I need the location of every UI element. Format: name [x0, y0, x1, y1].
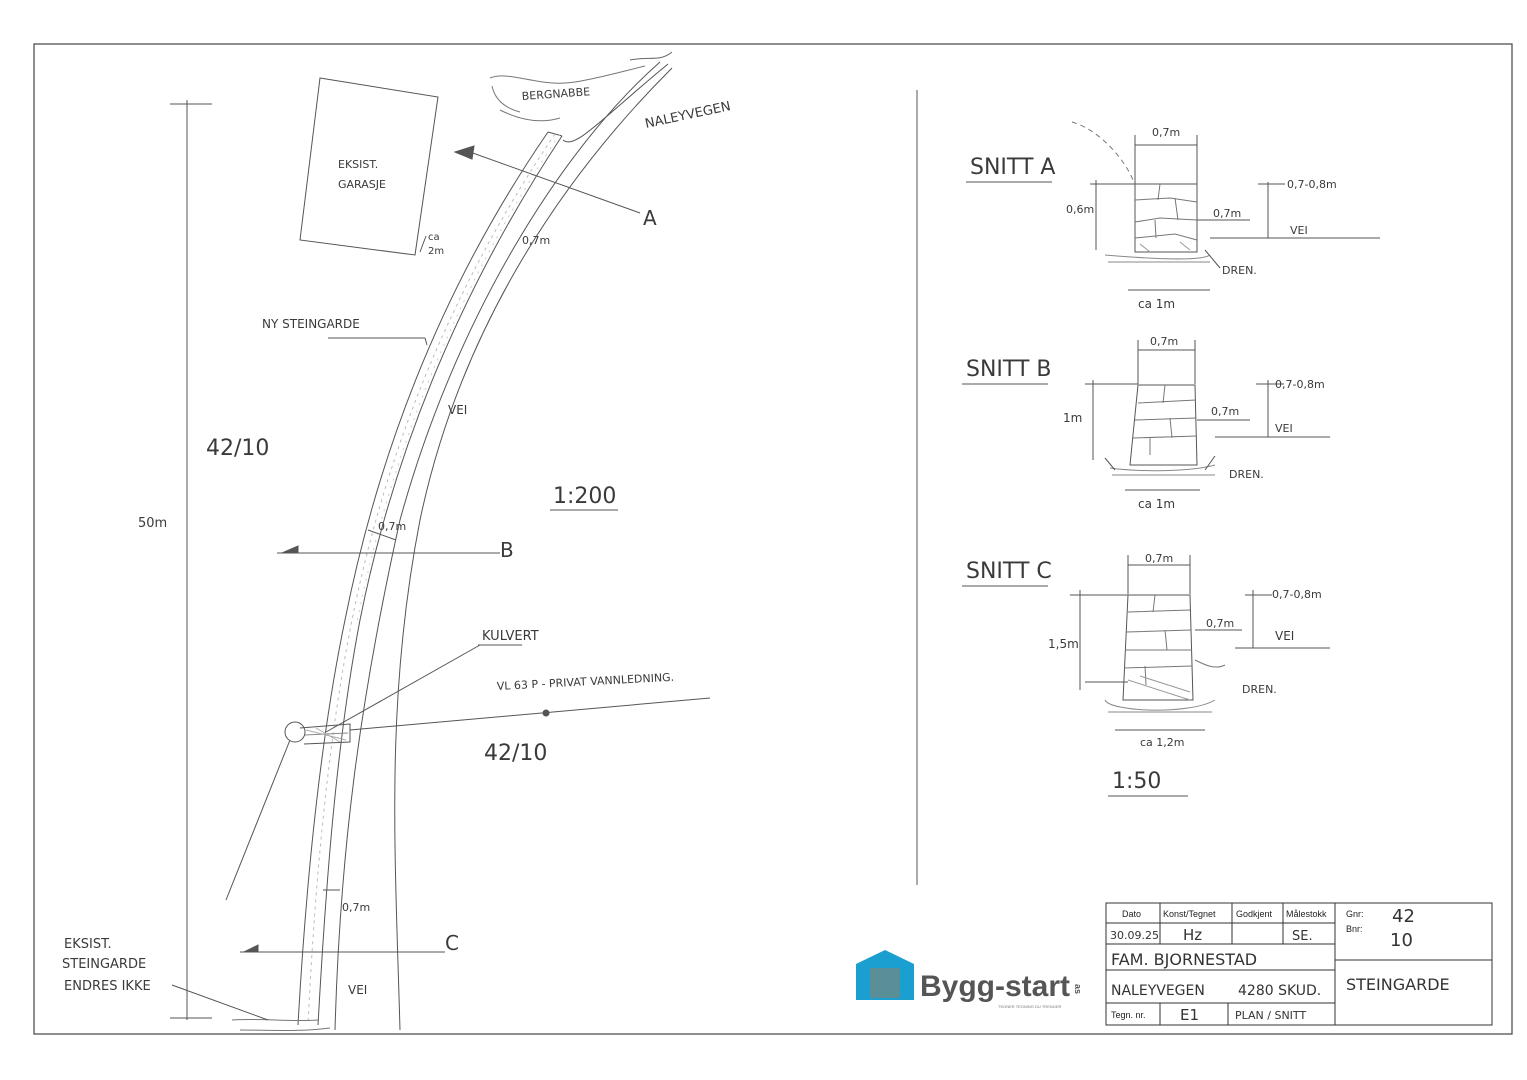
tb-gnr: 42: [1392, 906, 1415, 927]
snitt-a-title: SNITT A: [970, 155, 1055, 180]
snitt-b-height: 1m: [1063, 411, 1082, 425]
label-vei-1: VEI: [448, 403, 467, 417]
tb-owner: FAM. BJORNESTAD: [1111, 950, 1257, 969]
snitt-c-road-height: 0,7-0,8m: [1272, 588, 1322, 601]
label-width-top: 0,7m: [522, 234, 550, 247]
snitt-a-offset: 0,7m: [1213, 207, 1241, 220]
water-pipe-line: [349, 697, 711, 731]
label-eksist-line2: STEINGARDE: [62, 957, 146, 972]
existing-garage: [299, 77, 439, 256]
tb-dato: 30.09.25: [1110, 929, 1159, 942]
tb-header-tegn-nr: Tegn. nr.: [1111, 1010, 1146, 1020]
tb-postal: 4280 SKUD.: [1238, 983, 1321, 999]
new-stone-fence-left: [297, 131, 549, 1026]
snitt-c-road: VEI: [1275, 629, 1294, 643]
tb-type: PLAN / SNITT: [1235, 1009, 1306, 1022]
snitt-a-top-width: 0,7m: [1152, 126, 1180, 139]
tb-header-konst: Konst/Tegnet: [1163, 909, 1216, 919]
snitt-b-top-width: 0,7m: [1150, 335, 1178, 348]
plan-labels: BERGNABBE NALEYVEGEN EKSIST. GARASJE ca …: [62, 85, 732, 997]
label-gnr-bnr-2: 42/10: [484, 741, 547, 766]
label-ny-steingarde: NY STEINGARDE: [262, 317, 360, 331]
label-gnr-bnr-1: 42/10: [206, 436, 269, 461]
snitt-c-offset: 0,7m: [1206, 617, 1234, 630]
snitt-b-road: VEI: [1275, 422, 1293, 435]
label-kulvert: KULVERT: [482, 629, 539, 644]
label-width-mid: 0,7m: [378, 520, 406, 533]
snitt-a-height: 0,6m: [1066, 203, 1094, 216]
plan-view: [170, 51, 711, 1031]
label-length: 50m: [138, 516, 167, 531]
logo-tagline: TEGNER TEGNING DU TRENGER: [998, 1004, 1062, 1009]
label-eksist-line3: ENDRES IKKE: [64, 979, 151, 994]
tb-header-bnr: Bnr:: [1346, 924, 1363, 934]
label-vannledning: VL 63 P - PRIVAT VANNLEDNING.: [496, 671, 674, 693]
snitt-b-offset: 0,7m: [1211, 405, 1239, 418]
culvert-end: [284, 721, 306, 743]
tb-header-dato: Dato: [1122, 909, 1141, 919]
snitt-c-height: 1,5m: [1048, 637, 1079, 651]
section-mark-a: A: [643, 206, 657, 230]
label-naleyvegen: NALEYVEGEN: [644, 99, 732, 132]
snitt-c-top-width: 0,7m: [1145, 552, 1173, 565]
section-b: SNITT B 0,7m 1m 0,7m 0,7-0,8m VEI DREN. …: [962, 335, 1330, 511]
road-edge-left: [334, 61, 661, 1031]
plan-scale: 1:200: [553, 484, 616, 509]
label-bergnabbe: BERGNABBE: [521, 85, 590, 103]
road-edge-right: [394, 67, 673, 1031]
section-mark-b: B: [500, 538, 514, 562]
tb-header-gnr: Gnr:: [1346, 909, 1364, 919]
tb-signature: Hz: [1183, 926, 1202, 944]
snitt-b-title: SNITT B: [966, 357, 1052, 382]
title-block: Dato Konst/Tegnet Godkjent Målestokk Gnr…: [1105, 902, 1493, 1026]
logo-text: Bygg-start: [920, 970, 1070, 1003]
section-c: SNITT C 0,7m 1,5m 0,7m 0,7-0,8m VEI DREN…: [962, 552, 1330, 797]
tb-malestokk: SE.: [1292, 929, 1313, 944]
label-2m: 2m: [428, 246, 444, 257]
tb-header-godkjent: Godkjent: [1236, 909, 1273, 919]
section-a: SNITT A 0,7m 0,6m 0,7m 0,7-0,8m VEI DREN…: [966, 121, 1380, 311]
label-garage-line2: GARASJE: [338, 178, 386, 191]
label-eksist-line1: EKSIST.: [64, 937, 112, 952]
snitt-c-drain: DREN.: [1242, 683, 1277, 696]
snitt-c-base: ca 1,2m: [1140, 736, 1185, 749]
label-garage-line1: EKSIST.: [338, 158, 378, 171]
label-vei-2: VEI: [348, 983, 367, 997]
section-mark-c: C: [445, 931, 459, 955]
logo-suffix: as: [1073, 984, 1083, 994]
tb-drawing-title: STEINGARDE: [1346, 975, 1450, 994]
tb-address: NALEYVEGEN: [1111, 983, 1205, 999]
tb-tegn-nr: E1: [1180, 1006, 1199, 1024]
snitt-a-base: ca 1m: [1138, 297, 1175, 311]
snitt-a-drain: DREN.: [1222, 264, 1257, 277]
snitt-b-road-height: 0,7-0,8m: [1275, 378, 1325, 391]
snitt-a-road: VEI: [1290, 224, 1308, 237]
tb-header-malestokk: Målestokk: [1286, 909, 1327, 919]
new-stone-fence-right: [317, 135, 563, 1026]
label-ca: ca: [428, 232, 440, 243]
tb-bnr: 10: [1390, 930, 1413, 951]
sheet-border: [33, 43, 1513, 1035]
snitt-b-base: ca 1m: [1138, 497, 1175, 511]
snitt-c-title: SNITT C: [966, 559, 1052, 584]
bygg-start-logo: Bygg-start as TEGNER TEGNING DU TRENGER: [856, 950, 1083, 1009]
section-scale: 1:50: [1112, 769, 1161, 794]
rock-outcrop: [489, 65, 646, 122]
snitt-a-road-height: 0,7-0,8m: [1287, 178, 1337, 191]
label-width-bottom: 0,7m: [342, 901, 370, 914]
snitt-b-drain: DREN.: [1229, 468, 1264, 481]
